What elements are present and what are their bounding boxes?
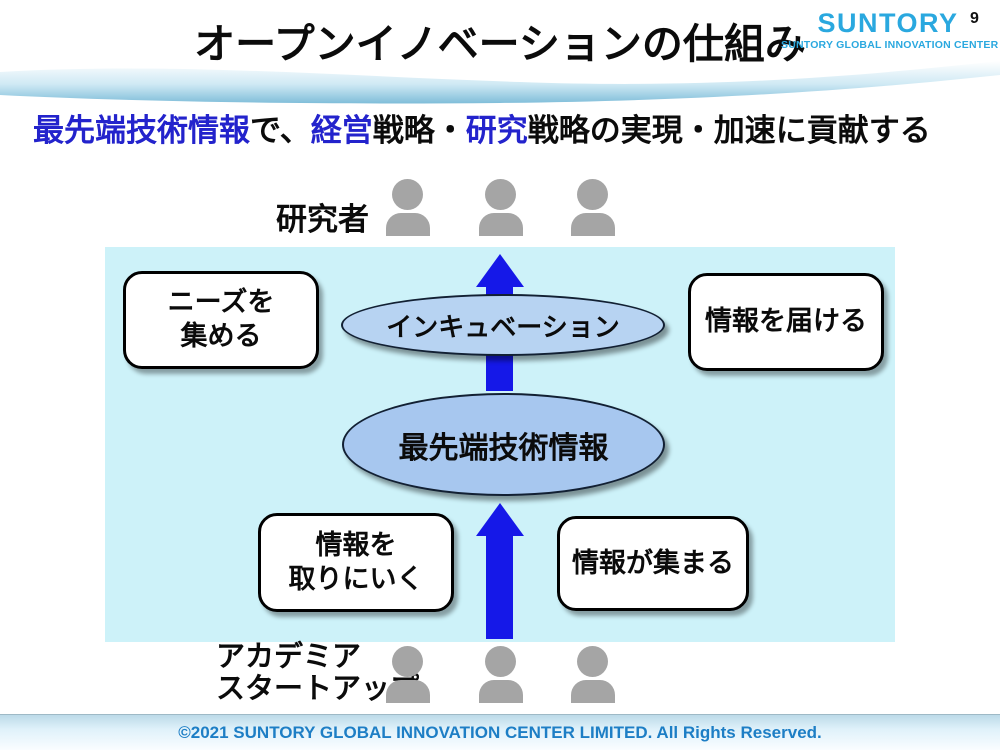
copyright-text: ©2021 SUNTORY GLOBAL INNOVATION CENTER L… <box>178 722 822 742</box>
incubation-ellipse: インキュベーション <box>341 294 665 356</box>
page-title: オープンイノベーションの仕組み <box>194 21 806 67</box>
person-icon <box>386 179 430 236</box>
lead-text: 戦略の実現・加速に貢献する <box>527 113 931 148</box>
person-icon <box>571 179 615 236</box>
core-ellipse: 最先端技術情報 <box>342 393 665 496</box>
box-deliver-info: 情報を届ける <box>688 273 884 371</box>
box-fetch-info: 情報を 取りにいく <box>258 513 454 612</box>
lead-emphasis: 研究 <box>465 113 528 148</box>
person-icon <box>479 179 523 236</box>
wave-decoration <box>0 61 1000 104</box>
up-arrow-bottom-head <box>476 503 524 536</box>
footer: ©2021 SUNTORY GLOBAL INNOVATION CENTER L… <box>0 714 1000 750</box>
suntory-logo: SUNTORY SUNTORY GLOBAL INNOVATION CENTER <box>781 8 999 52</box>
bottom-actor-label: アカデミア スタートアップ <box>216 641 420 706</box>
lead-text: で、 <box>250 113 311 148</box>
person-icon <box>479 646 523 703</box>
up-arrow-bottom-shaft <box>486 534 513 639</box>
person-icon <box>386 646 430 703</box>
diagram-panel: ニーズを 集める インキュベーション 情報を届ける 最先端技術情報 情報を 取り… <box>105 247 895 642</box>
box-info-gathers: 情報が集まる <box>557 516 749 611</box>
lead-text: 戦略・ <box>372 113 466 148</box>
page-number: 9 <box>970 10 979 27</box>
suntory-wordmark: SUNTORY <box>817 8 959 38</box>
top-actor-label: 研究者 <box>276 202 369 237</box>
lead-emphasis: 最先端技術情報 <box>33 113 250 148</box>
up-arrow-top-head <box>476 254 524 287</box>
lead-sentence: 最先端技術情報で、経営戦略・研究戦略の実現・加速に貢献する <box>33 105 983 150</box>
lead-emphasis: 経営 <box>310 113 373 148</box>
box-collect-needs: ニーズを 集める <box>123 271 319 369</box>
suntory-logo-subtitle: SUNTORY GLOBAL INNOVATION CENTER <box>781 39 999 52</box>
person-icon <box>571 646 615 703</box>
